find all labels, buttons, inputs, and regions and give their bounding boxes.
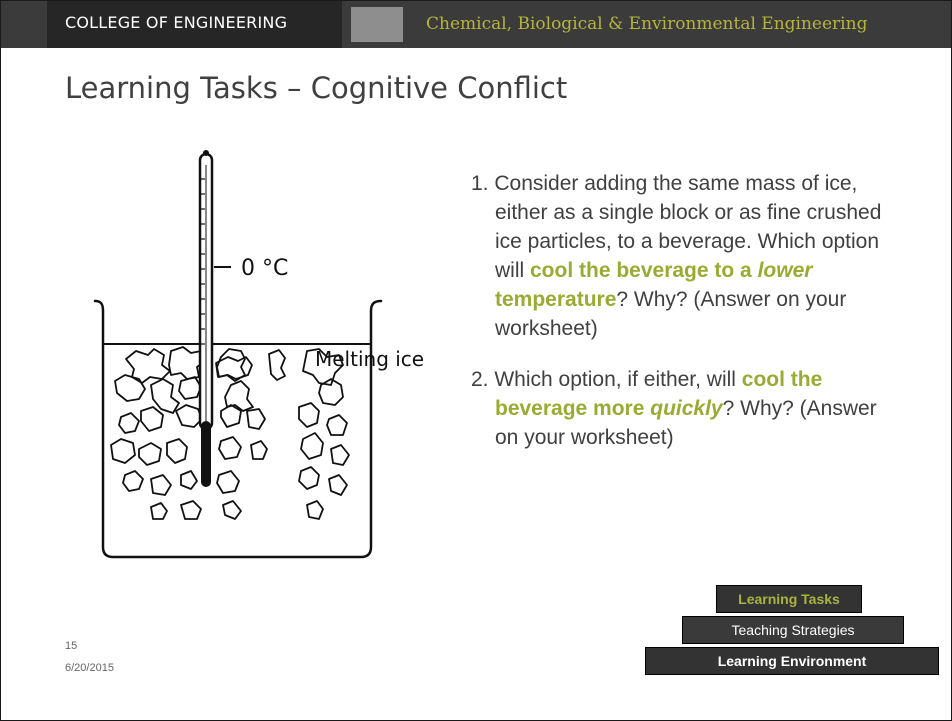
slide-title: Learning Tasks – Cognitive Conflict	[65, 71, 568, 105]
question-number: 1.	[471, 172, 489, 195]
pyramid-learning-tasks: Learning Tasks	[716, 585, 862, 613]
slide-number: 15	[65, 640, 78, 652]
question-text: ? Why? (Answer on your worksheet)	[495, 288, 847, 340]
question-2: 2. Which option, if either, will cool th…	[471, 365, 891, 452]
question-number: 2.	[471, 368, 489, 391]
highlight-text: cool the beverage to a	[530, 259, 758, 282]
thermometer	[198, 150, 214, 487]
question-text: Consider adding the same mass of ice, ei…	[494, 172, 882, 282]
emphasis-text: quickly	[650, 397, 723, 420]
question-text: ? Why? (Answer on your worksheet)	[495, 397, 877, 449]
question-1: 1. Consider adding the same mass of ice,…	[471, 169, 891, 343]
emphasis-text: lower	[757, 259, 813, 282]
temperature-label: 0 °C	[241, 256, 288, 281]
highlight-text: temperature	[495, 288, 617, 311]
department-name: Chemical, Biological & Environmental Eng…	[426, 14, 868, 34]
pyramid-learning-environment: Learning Environment	[645, 647, 939, 675]
header-swatch	[351, 7, 403, 42]
ice-chunks	[110, 346, 350, 520]
beaker-thermometer-illustration: 0 °C Melting ice	[93, 150, 424, 559]
melting-ice-label: Melting ice	[315, 347, 424, 371]
highlight-text: cool the beverage more	[495, 368, 823, 420]
slide-date: 6/20/2015	[65, 662, 114, 674]
header-bar: COLLEGE OF ENGINEERING Chemical, Biologi…	[1, 1, 951, 48]
question-text: Which option, if either, will	[494, 368, 742, 391]
college-banner: COLLEGE OF ENGINEERING	[47, 1, 342, 48]
college-name: COLLEGE OF ENGINEERING	[65, 13, 288, 32]
questions-list: 1. Consider adding the same mass of ice,…	[471, 169, 891, 474]
beaker-outline-path	[93, 299, 383, 559]
pyramid-teaching-strategies: Teaching Strategies	[682, 616, 904, 644]
